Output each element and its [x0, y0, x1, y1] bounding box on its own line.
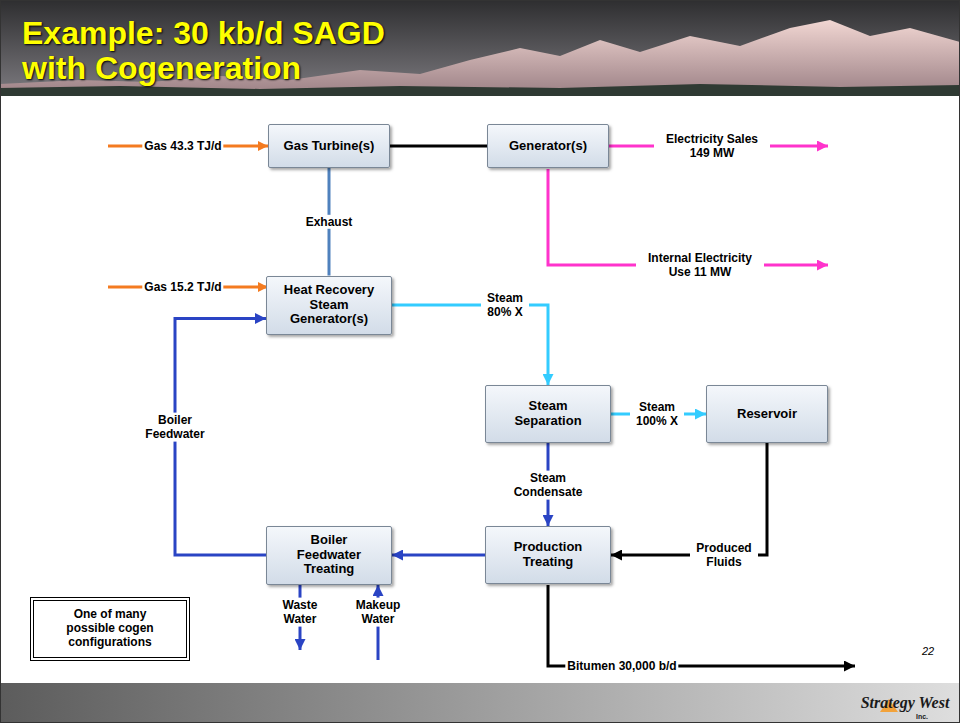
- node-label: Boiler Feedwater Treating: [279, 533, 379, 578]
- connector-label: Steam 100% X: [630, 400, 684, 429]
- connector-label: Exhaust: [304, 215, 355, 229]
- flow-label: Bitumen 30,000 b/d: [565, 659, 678, 673]
- node-text-group: Steam Separation: [498, 399, 598, 429]
- note-box: One of many possible cogen configuration…: [30, 597, 190, 661]
- flow-connector: [611, 443, 767, 555]
- flow-connector: [390, 145, 487, 148]
- flow-label: Waste Water: [278, 598, 322, 627]
- connector-label: Steam 80% X: [481, 291, 529, 320]
- bitumen-output-arrow: [548, 585, 855, 666]
- node-text-group: Heat Recovery Steam Generator(s): [279, 283, 379, 328]
- node-label: Gas Turbine(s): [284, 139, 375, 154]
- flow-label: Makeup Water: [351, 598, 405, 627]
- process-box: Boiler Feedwater Treating: [266, 526, 392, 585]
- company-logo-suffix: Inc.: [916, 713, 928, 721]
- node-label: Production Treating: [498, 540, 598, 570]
- flow-connector: [392, 554, 485, 557]
- node-text-group: Production Treating: [498, 540, 598, 570]
- node-label: Reservoir: [737, 407, 797, 422]
- node-text-group: One of many possible cogen configuration…: [60, 608, 160, 649]
- flow-label: Electricity Sales 149 MW: [654, 132, 770, 161]
- slide-body: [0, 96, 960, 683]
- page-number: 22: [922, 645, 934, 658]
- node-label: Heat Recovery Steam Generator(s): [279, 283, 379, 328]
- process-box: Reservoir: [706, 385, 828, 443]
- tree-line: [0, 84, 960, 96]
- process-box: Heat Recovery Steam Generator(s): [266, 276, 392, 335]
- process-box: Production Treating: [485, 526, 611, 584]
- node-text-group: Generator(s): [509, 139, 587, 154]
- flow-label: Gas 43.3 TJ/d: [142, 139, 223, 153]
- header-sky: [0, 0, 960, 96]
- connector-label: Steam Condensate: [508, 471, 588, 500]
- node-text-group: Gas Turbine(s): [284, 139, 375, 154]
- flow-label: Internal Electricity Use 11 MW: [636, 251, 764, 280]
- node-label: One of many possible cogen configuration…: [60, 608, 160, 649]
- process-box: Steam Separation: [485, 385, 611, 443]
- node-text-group: Reservoir: [737, 407, 797, 422]
- node-text-group: Boiler Feedwater Treating: [279, 533, 379, 578]
- company-logo: Strategy West: [861, 693, 950, 712]
- node-label: Generator(s): [509, 139, 587, 154]
- flow-label: Gas 15.2 TJ/d: [142, 280, 223, 294]
- footer-band: [0, 683, 960, 723]
- node-label: Steam Separation: [498, 399, 598, 429]
- connector-label: Produced Fluids: [690, 541, 758, 570]
- process-box: Gas Turbine(s): [268, 124, 390, 168]
- slide-title: Example: 30 kb/d SAGD with Cogeneration: [22, 16, 422, 85]
- connector-label: Boiler Feedwater: [138, 413, 212, 442]
- process-box: Generator(s): [487, 124, 609, 168]
